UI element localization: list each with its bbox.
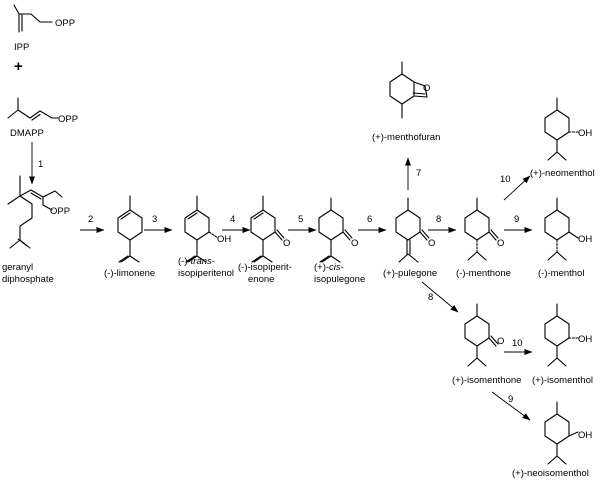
pulegone-label: (+)-pulegone [383, 268, 437, 279]
ipp-opp-label: OPP [55, 18, 75, 29]
neoisomenthol-label: (+)-neoisomenthol [512, 468, 589, 479]
trans-isopiperitenol-label-line2: isopiperitenol [178, 268, 234, 279]
neomenthol-structure: OH [544, 97, 592, 161]
dmapp-opp-label: OPP [58, 114, 78, 125]
menthol-label: (-)-menthol [538, 268, 584, 279]
step-7-label: 7 [416, 168, 421, 179]
cis-isopulegone-label-line1: (+)-cis- [314, 262, 344, 273]
cis-isopulegone-label-line2: isopulegone [314, 274, 365, 285]
plus-sign: + [14, 58, 23, 75]
arrow-step-9-neoisomenthol [491, 391, 531, 421]
step-2-label: 2 [88, 214, 93, 225]
menthone-o-label: O [497, 238, 504, 249]
menthol-oh-label: OH [578, 234, 592, 245]
dmapp-label: DMAPP [10, 128, 44, 139]
geranyl-opp-label: OPP [50, 206, 70, 217]
arrow-step-8-isomenthone [421, 281, 459, 313]
neomenthol-oh-label: OH [578, 128, 592, 139]
step-10b-label: 10 [512, 338, 523, 349]
menthone-structure: O [464, 197, 504, 261]
menthofuran-label: (+)-menthofuran [372, 132, 440, 143]
neoisomenthol-structure: OH [544, 401, 592, 465]
geranyl-label-line1: geranyl [2, 262, 33, 273]
step-8a-label: 8 [436, 214, 441, 225]
isopiperitenone-label-line2: enone [248, 274, 274, 285]
limonene-structure [117, 195, 143, 263]
isomenthol-label: (+)-isomenthol [532, 375, 593, 386]
step-1-label: 1 [38, 159, 43, 170]
step-3-label: 3 [152, 214, 157, 225]
trans-isopiperitenol-structure: OH [184, 195, 231, 263]
step-4-label: 4 [230, 214, 235, 225]
menthofuran-structure: O [389, 61, 430, 119]
geranyl-diphosphate-structure: OPP [7, 175, 70, 249]
menthol-structure: OH [544, 197, 592, 261]
isomenthol-structure: OH [544, 303, 592, 367]
isopiperitenone-structure: O [250, 195, 290, 263]
isomenthone-o-label: O [497, 336, 504, 347]
limonene-label: (-)-limonene [104, 268, 155, 279]
step-5-label: 5 [298, 214, 303, 225]
isopiperitenone-o-label: O [283, 238, 290, 249]
ipp-label: IPP [14, 42, 29, 53]
isopiperitenone-label-line1: (-)-isopiperit- [238, 262, 292, 273]
geranyl-label-line2: diphosphate [2, 274, 54, 285]
pulegone-structure: O [395, 197, 435, 263]
arrow-step-10-neomenthol [503, 175, 531, 201]
step-9a-label: 9 [514, 214, 519, 225]
menthone-label: (-)-menthone [456, 268, 511, 279]
pulegone-o-label: O [428, 238, 435, 249]
neoisomenthol-oh-label: OH [578, 430, 592, 441]
step-10a-label: 10 [500, 174, 511, 185]
isomenthone-label: (+)-isomenthone [452, 375, 521, 386]
step-9b-label: 9 [508, 394, 513, 405]
cis-isopulegone-structure: O [318, 197, 358, 263]
trans-isopiperitenol-label-line1: (-)-trans- [178, 256, 215, 267]
isomenthol-oh-label: OH [578, 334, 592, 345]
cis-isopulegone-o-label: O [351, 238, 358, 249]
dmapp-structure: OPP [7, 97, 78, 125]
step-6-label: 6 [367, 214, 372, 225]
menthofuran-o-label: O [423, 83, 430, 94]
neomenthol-label: (+)-neomenthol [530, 168, 595, 179]
isopiperitenol-oh-label: OH [217, 234, 231, 245]
step-8b-label: 8 [428, 292, 433, 303]
isomenthone-structure: O [464, 303, 504, 367]
ipp-structure: OPP [13, 4, 75, 33]
